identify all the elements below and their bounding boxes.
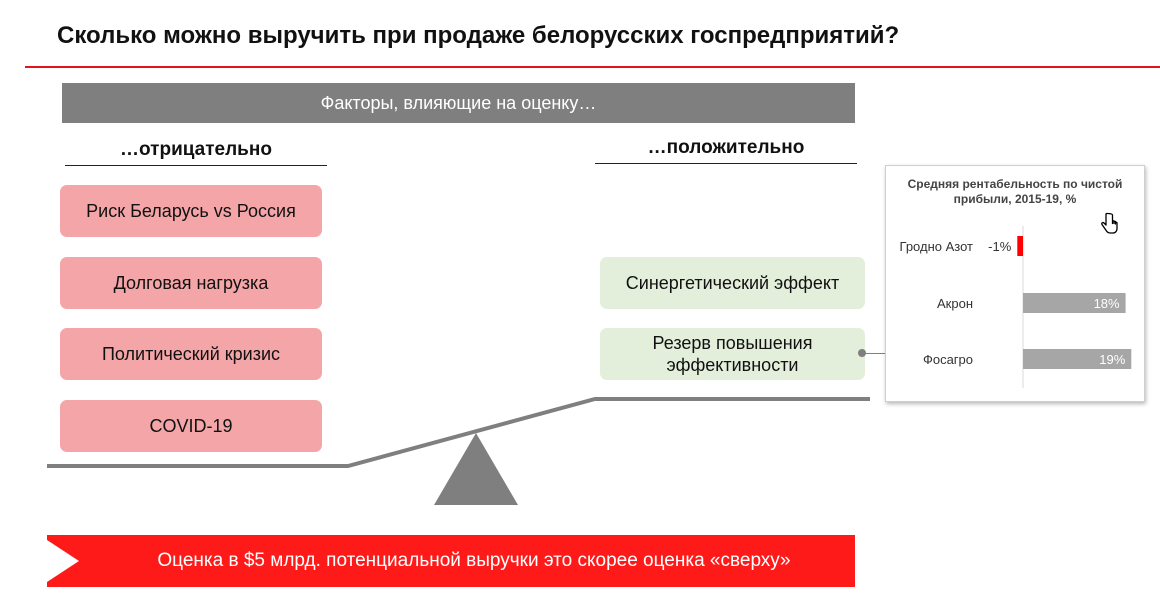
connector-line <box>864 353 886 354</box>
positive-factor-box: Резерв повышения эффективности <box>600 328 865 380</box>
factors-header-bar: Факторы, влияющие на оценку… <box>62 83 855 123</box>
positive-column-header: …положительно <box>595 137 857 164</box>
callout-text: Оценка в $5 млрд. потенциальной выручки … <box>157 550 791 571</box>
negative-factor-box: Долговая нагрузка <box>60 257 322 309</box>
negative-factor-box: COVID-19 <box>60 400 322 452</box>
negative-factor-box: Риск Беларусь vs Россия <box>60 185 322 237</box>
factors-header-text: Факторы, влияющие на оценку… <box>320 92 597 113</box>
chart-bar <box>1017 236 1023 256</box>
chart-bar <box>1023 293 1126 313</box>
page-title: Сколько можно выручить при продаже белор… <box>57 22 900 49</box>
chart-category-label: Гродно Азот <box>900 239 974 254</box>
negative-factor-box: Политический кризис <box>60 328 322 380</box>
scale-beam <box>47 397 870 468</box>
positive-factor-label: Синергетический эффект <box>625 273 840 293</box>
connector-dot <box>858 349 866 357</box>
conclusion-callout: Оценка в $5 млрд. потенциальной выручки … <box>47 535 855 587</box>
negative-factor-label: Политический кризис <box>101 343 281 364</box>
positive-factor-box: Синергетический эффект <box>600 257 865 309</box>
chart-title: Средняя рентабельность по чистой прибыли… <box>907 177 1123 206</box>
chart-category-label: Акрон <box>937 296 973 311</box>
chart-value-label: 18% <box>1094 296 1120 311</box>
profitability-chart-panel: Средняя рентабельность по чистой прибыли… <box>885 165 1145 402</box>
chart-category-label: Фосагро <box>923 352 973 367</box>
chart-value-label: 19% <box>1099 352 1125 367</box>
play-arrow-icon <box>47 540 79 582</box>
chart-value-label: -1% <box>988 239 1012 254</box>
negative-factor-label: Долговая нагрузка <box>113 272 269 293</box>
negative-factor-label: Риск Беларусь vs Россия <box>86 200 296 221</box>
chart-bar <box>1023 349 1132 369</box>
negative-factor-label: COVID-19 <box>149 415 233 436</box>
scale-fulcrum <box>434 433 518 505</box>
profitability-chart: Гродно Азот -1% Акрон 18% Фосагро 19% <box>900 226 1132 388</box>
negative-column-header: …отрицательно <box>65 139 327 166</box>
positive-factor-label: Резерв повышения эффективности <box>652 333 813 375</box>
title-divider <box>25 66 1160 68</box>
hand-pointer-icon <box>1101 212 1118 234</box>
